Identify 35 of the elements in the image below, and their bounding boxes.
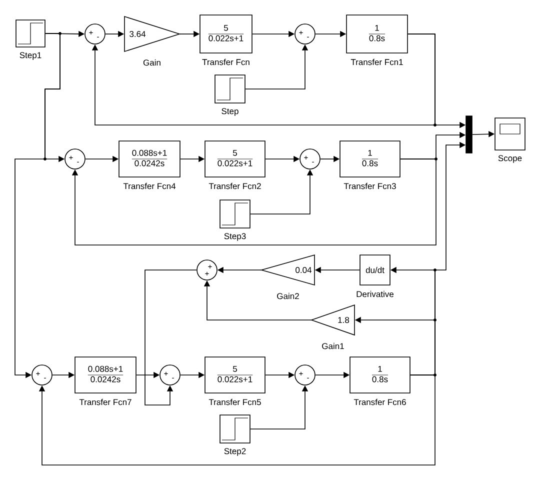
scope-block [494,118,526,150]
block-label: Step [222,108,238,116]
block-label: Step3 [224,233,246,241]
block-label: Gain1 [322,342,344,350]
block-label: Transfer Fcn [202,58,250,66]
block-label: Scope [498,155,522,163]
block-label: Transfer Fcn1 [350,58,403,66]
block-label: Transfer Fcn3 [344,182,396,190]
transfer-function-block: 5 0.022s+1 [204,356,266,394]
transfer-function-block: 0.088s+1 0.0242s [74,356,136,394]
transfer-function-block: 1 0.8s [350,356,410,394]
transfer-function-block: 5 0.022s+1 [204,140,266,178]
step-block [16,20,46,48]
transfer-function-block: 0.088s+1 0.0242s [118,140,180,178]
block-label: Transfer Fcn6 [354,398,406,406]
block-label: Transfer Fcn5 [208,398,261,406]
transfer-function-block: 5 0.022s+1 [200,14,252,54]
block-label: Transfer Fcn2 [208,182,261,190]
arrow [38,374,436,466]
block-label: Transfer Fcn7 [79,398,132,406]
arrow [72,158,436,246]
block-label: Step1 [20,52,42,60]
transfer-function-block: 1 0.8s [340,140,400,178]
block-label: Derivative [356,290,394,298]
transfer-function-block: 1 0.8s [346,14,408,54]
step-block [220,200,250,228]
arrow [92,34,436,126]
block-label: Step2 [224,448,246,456]
step-block [214,74,246,104]
step-block [220,414,250,444]
block-label: Gain2 [277,292,299,300]
block-label: Gain [143,59,160,66]
derivative-block: du/dt [360,254,390,286]
block-label: Transfer Fcn4 [123,182,176,190]
arrow [144,270,197,406]
